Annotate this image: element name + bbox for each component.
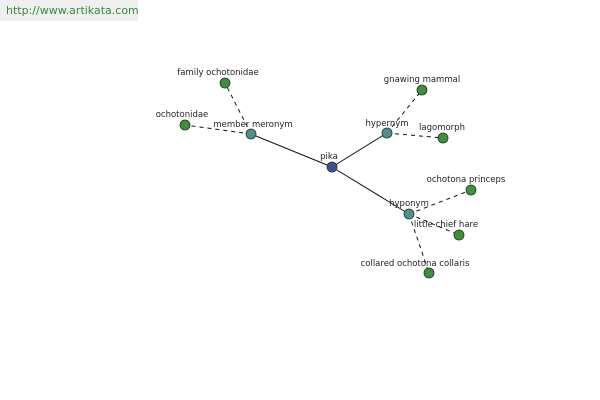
node-label-hypernym: hypernym bbox=[365, 119, 408, 129]
root-node-icon[interactable] bbox=[326, 161, 338, 173]
node-hyponym[interactable]: hyponym bbox=[389, 199, 429, 220]
node-label-collared-ochotona-collaris: collared ochotona collaris bbox=[361, 259, 470, 269]
node-pika[interactable]: pika bbox=[320, 152, 338, 173]
node-family-ochotonidae[interactable]: family ochotonidae bbox=[177, 68, 259, 89]
edges-layer bbox=[184, 82, 472, 274]
edge-hyponym-to-little-chief-hare bbox=[408, 213, 460, 236]
edge-member-meronym-to-family-ochotonidae bbox=[224, 82, 252, 135]
node-ochotona-princeps[interactable]: ochotona princeps bbox=[427, 175, 506, 196]
edge-pika-to-hyponym bbox=[331, 166, 410, 215]
edge-member-meronym-to-ochotonidae bbox=[184, 124, 252, 135]
node-label-ochotona-princeps: ochotona princeps bbox=[427, 175, 506, 185]
edge-pika-to-member-meronym bbox=[250, 133, 333, 168]
node-label-pika: pika bbox=[320, 152, 338, 162]
leaf-node-icon[interactable] bbox=[179, 119, 191, 131]
node-label-ochotonidae: ochotonidae bbox=[156, 110, 209, 120]
node-label-member-meronym: member meronym bbox=[213, 120, 292, 130]
node-little-chief-hare[interactable]: little chief hare bbox=[414, 220, 478, 241]
node-lagomorph[interactable]: lagomorph bbox=[419, 123, 465, 144]
edge-pika-to-hypernym bbox=[331, 132, 388, 168]
leaf-node-icon[interactable] bbox=[465, 184, 477, 196]
leaf-node-icon[interactable] bbox=[437, 132, 449, 144]
leaf-node-icon[interactable] bbox=[219, 77, 231, 89]
node-label-family-ochotonidae: family ochotonidae bbox=[177, 68, 259, 78]
node-collared-ochotona-collaris[interactable]: collared ochotona collaris bbox=[361, 259, 470, 279]
relation-node-icon[interactable] bbox=[403, 208, 415, 220]
edge-hyponym-to-collared-ochotona-collaris bbox=[408, 213, 430, 274]
node-label-hyponym: hyponym bbox=[389, 199, 429, 209]
node-hypernym[interactable]: hypernym bbox=[365, 119, 409, 139]
leaf-node-icon[interactable] bbox=[423, 267, 435, 279]
nodes-layer: pika member meronym hypernym hyponym family … bbox=[156, 68, 506, 279]
relation-node-icon[interactable] bbox=[381, 127, 393, 139]
edge-hypernym-to-gnawing-mammal bbox=[386, 89, 423, 134]
node-label-lagomorph: lagomorph bbox=[419, 123, 465, 133]
node-member-meronym[interactable]: member meronym bbox=[213, 120, 293, 140]
edge-hypernym-to-lagomorph bbox=[386, 132, 444, 139]
edge-hyponym-to-ochotona-princeps bbox=[408, 189, 472, 215]
node-ochotonidae[interactable]: ochotonidae bbox=[156, 110, 209, 131]
leaf-node-icon[interactable] bbox=[453, 229, 465, 241]
leaf-node-icon[interactable] bbox=[416, 84, 428, 96]
source-link[interactable]: http://www.artikata.com bbox=[0, 0, 139, 21]
node-label-little-chief-hare: little chief hare bbox=[414, 220, 478, 230]
node-gnawing-mammal[interactable]: gnawing mammal bbox=[384, 75, 460, 96]
node-label-gnawing-mammal: gnawing mammal bbox=[384, 75, 460, 85]
relation-node-icon[interactable] bbox=[245, 128, 257, 140]
